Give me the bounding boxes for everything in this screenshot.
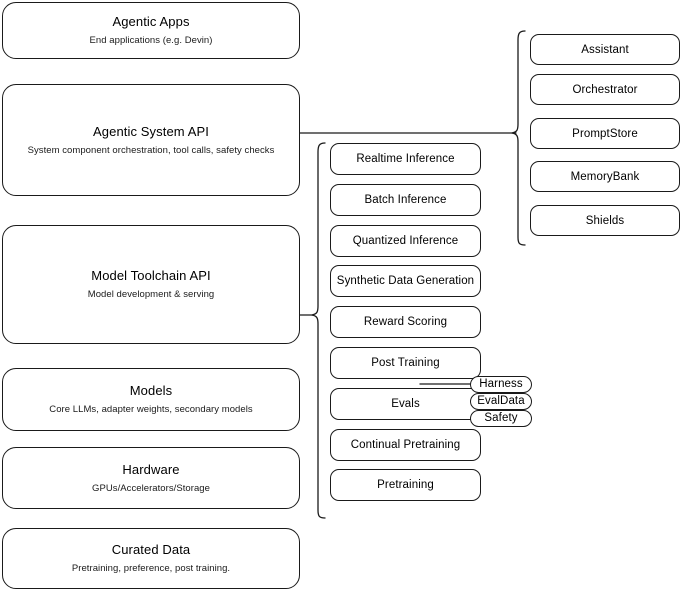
component-title: Shields [585, 214, 625, 227]
component-title: Quantized Inference [352, 235, 459, 247]
toolchain-component-batch-inference[interactable]: Batch Inference [330, 184, 481, 216]
component-title: Evals [391, 398, 420, 410]
stack-layer-model-toolchain-api[interactable]: Model Toolchain API Model development & … [2, 225, 300, 344]
subcomponent-title: EvalData [477, 395, 525, 407]
system-component-memorybank[interactable]: MemoryBank [530, 161, 680, 192]
toolchain-component-realtime-inference[interactable]: Realtime Inference [330, 143, 481, 175]
component-title: MemoryBank [570, 170, 640, 183]
system-component-shields[interactable]: Shields [530, 205, 680, 236]
component-title: Pretraining [377, 479, 434, 491]
stack-layer-agentic-apps[interactable]: Agentic Apps End applications (e.g. Devi… [2, 2, 300, 59]
stack-layer-curated-data[interactable]: Curated Data Pretraining, preference, po… [2, 528, 300, 589]
toolchain-component-pretraining[interactable]: Pretraining [330, 469, 481, 501]
toolchain-component-reward-scoring[interactable]: Reward Scoring [330, 306, 481, 338]
stack-layer-title: Hardware [122, 461, 180, 477]
middle-brace-toolchain-components [311, 142, 326, 519]
stack-layer-title: Agentic Apps [112, 14, 190, 29]
component-title: Post Training [371, 357, 440, 369]
stack-layer-subtitle: Pretraining, preference, post training. [71, 563, 231, 574]
stack-layer-title: Model Toolchain API [91, 268, 211, 283]
stack-layer-agentic-system-api[interactable]: Agentic System API System component orch… [2, 84, 300, 196]
system-component-orchestrator[interactable]: Orchestrator [530, 74, 680, 105]
toolchain-component-post-training[interactable]: Post Training [330, 347, 481, 379]
system-component-assistant[interactable]: Assistant [530, 34, 680, 65]
stack-layer-hardware[interactable]: Hardware GPUs/Accelerators/Storage [2, 447, 300, 509]
component-title: Realtime Inference [356, 153, 455, 165]
subcomponent-title: Harness [479, 378, 523, 390]
stack-layer-title: Models [129, 383, 173, 398]
right-brace-system-components [511, 30, 526, 246]
component-title: Assistant [581, 43, 629, 56]
stack-layer-title: Curated Data [111, 542, 191, 557]
component-title: Batch Inference [364, 194, 447, 206]
component-title: Reward Scoring [363, 316, 448, 328]
evals-subcomponent-harness[interactable]: Harness [470, 376, 532, 393]
stack-layer-title: Agentic System API [93, 123, 209, 139]
component-title: Orchestrator [572, 83, 638, 96]
evals-subcomponent-safety[interactable]: Safety [470, 410, 532, 427]
toolchain-component-evals[interactable]: Evals [330, 388, 481, 420]
toolchain-component-synthetic-data-generation[interactable]: Synthetic Data Generation [330, 265, 481, 297]
stack-layer-subtitle: GPUs/Accelerators/Storage [92, 482, 210, 494]
stack-layer-subtitle: System component orchestration, tool cal… [27, 144, 275, 156]
system-component-promptstore[interactable]: PromptStore [530, 118, 680, 149]
stack-layer-subtitle: Model development & serving [87, 289, 215, 300]
evals-subcomponent-evaldata[interactable]: EvalData [470, 393, 532, 410]
stack-layer-subtitle: End applications (e.g. Devin) [89, 35, 213, 46]
stack-layer-subtitle: Core LLMs, adapter weights, secondary mo… [49, 404, 253, 415]
component-title: Synthetic Data Generation [336, 275, 475, 287]
subcomponent-title: Safety [484, 412, 518, 424]
stack-layer-models[interactable]: Models Core LLMs, adapter weights, secon… [2, 368, 300, 431]
component-title: Continual Pretraining [350, 439, 461, 451]
component-title: PromptStore [572, 127, 638, 140]
toolchain-component-quantized-inference[interactable]: Quantized Inference [330, 225, 481, 257]
toolchain-component-continual-pretraining[interactable]: Continual Pretraining [330, 429, 481, 461]
